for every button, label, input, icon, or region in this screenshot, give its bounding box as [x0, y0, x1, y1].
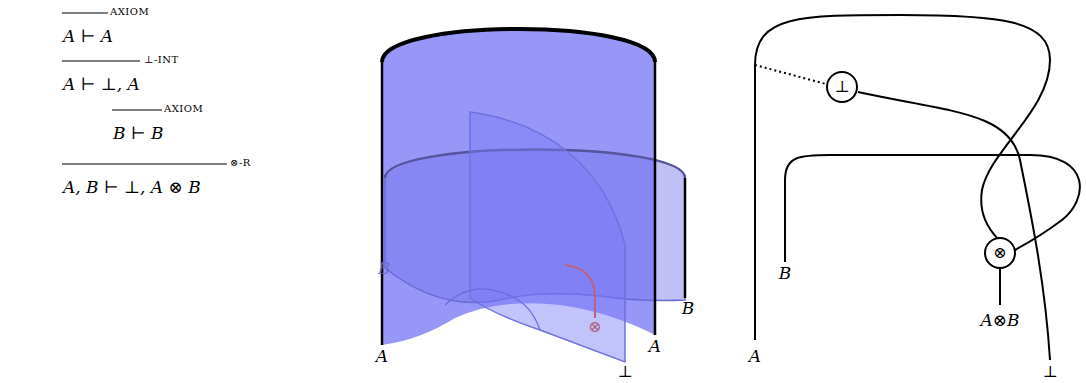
- sequent: A, B ⊢ ⊥, A ⊗ B: [63, 178, 201, 197]
- symbol-label: ⊗: [588, 318, 601, 336]
- operator-circle: ⊗: [984, 237, 1016, 269]
- rule-name: ⊥-INT: [144, 54, 179, 65]
- surface-illustration: [382, 29, 685, 362]
- string-wires: [755, 15, 1080, 360]
- inference-lines: [62, 13, 227, 164]
- sequent: B ⊢ B: [113, 124, 163, 143]
- rule-name: ⊗-R: [230, 157, 251, 168]
- wire-label: A⊗B: [980, 311, 1019, 330]
- wire-label: A: [649, 337, 661, 356]
- operator-circle: ⊥: [826, 71, 858, 103]
- wire-label: B: [779, 264, 792, 283]
- rule-name: AXIOM: [164, 103, 203, 114]
- wire-label: ⊥: [1042, 363, 1057, 381]
- operator-symbol: ⊥: [834, 79, 849, 95]
- sequent: A ⊢ ⊥, A: [63, 75, 140, 94]
- wire-label: B: [378, 259, 391, 278]
- wire-label: A: [376, 347, 388, 366]
- sequent: A ⊢ A: [63, 27, 113, 46]
- operator-symbol: ⊗: [993, 245, 1006, 261]
- wire-label: B: [682, 299, 695, 318]
- wire-label: ⊥: [617, 363, 632, 381]
- wire-label: A: [749, 347, 761, 366]
- rule-name: AXIOM: [110, 6, 149, 17]
